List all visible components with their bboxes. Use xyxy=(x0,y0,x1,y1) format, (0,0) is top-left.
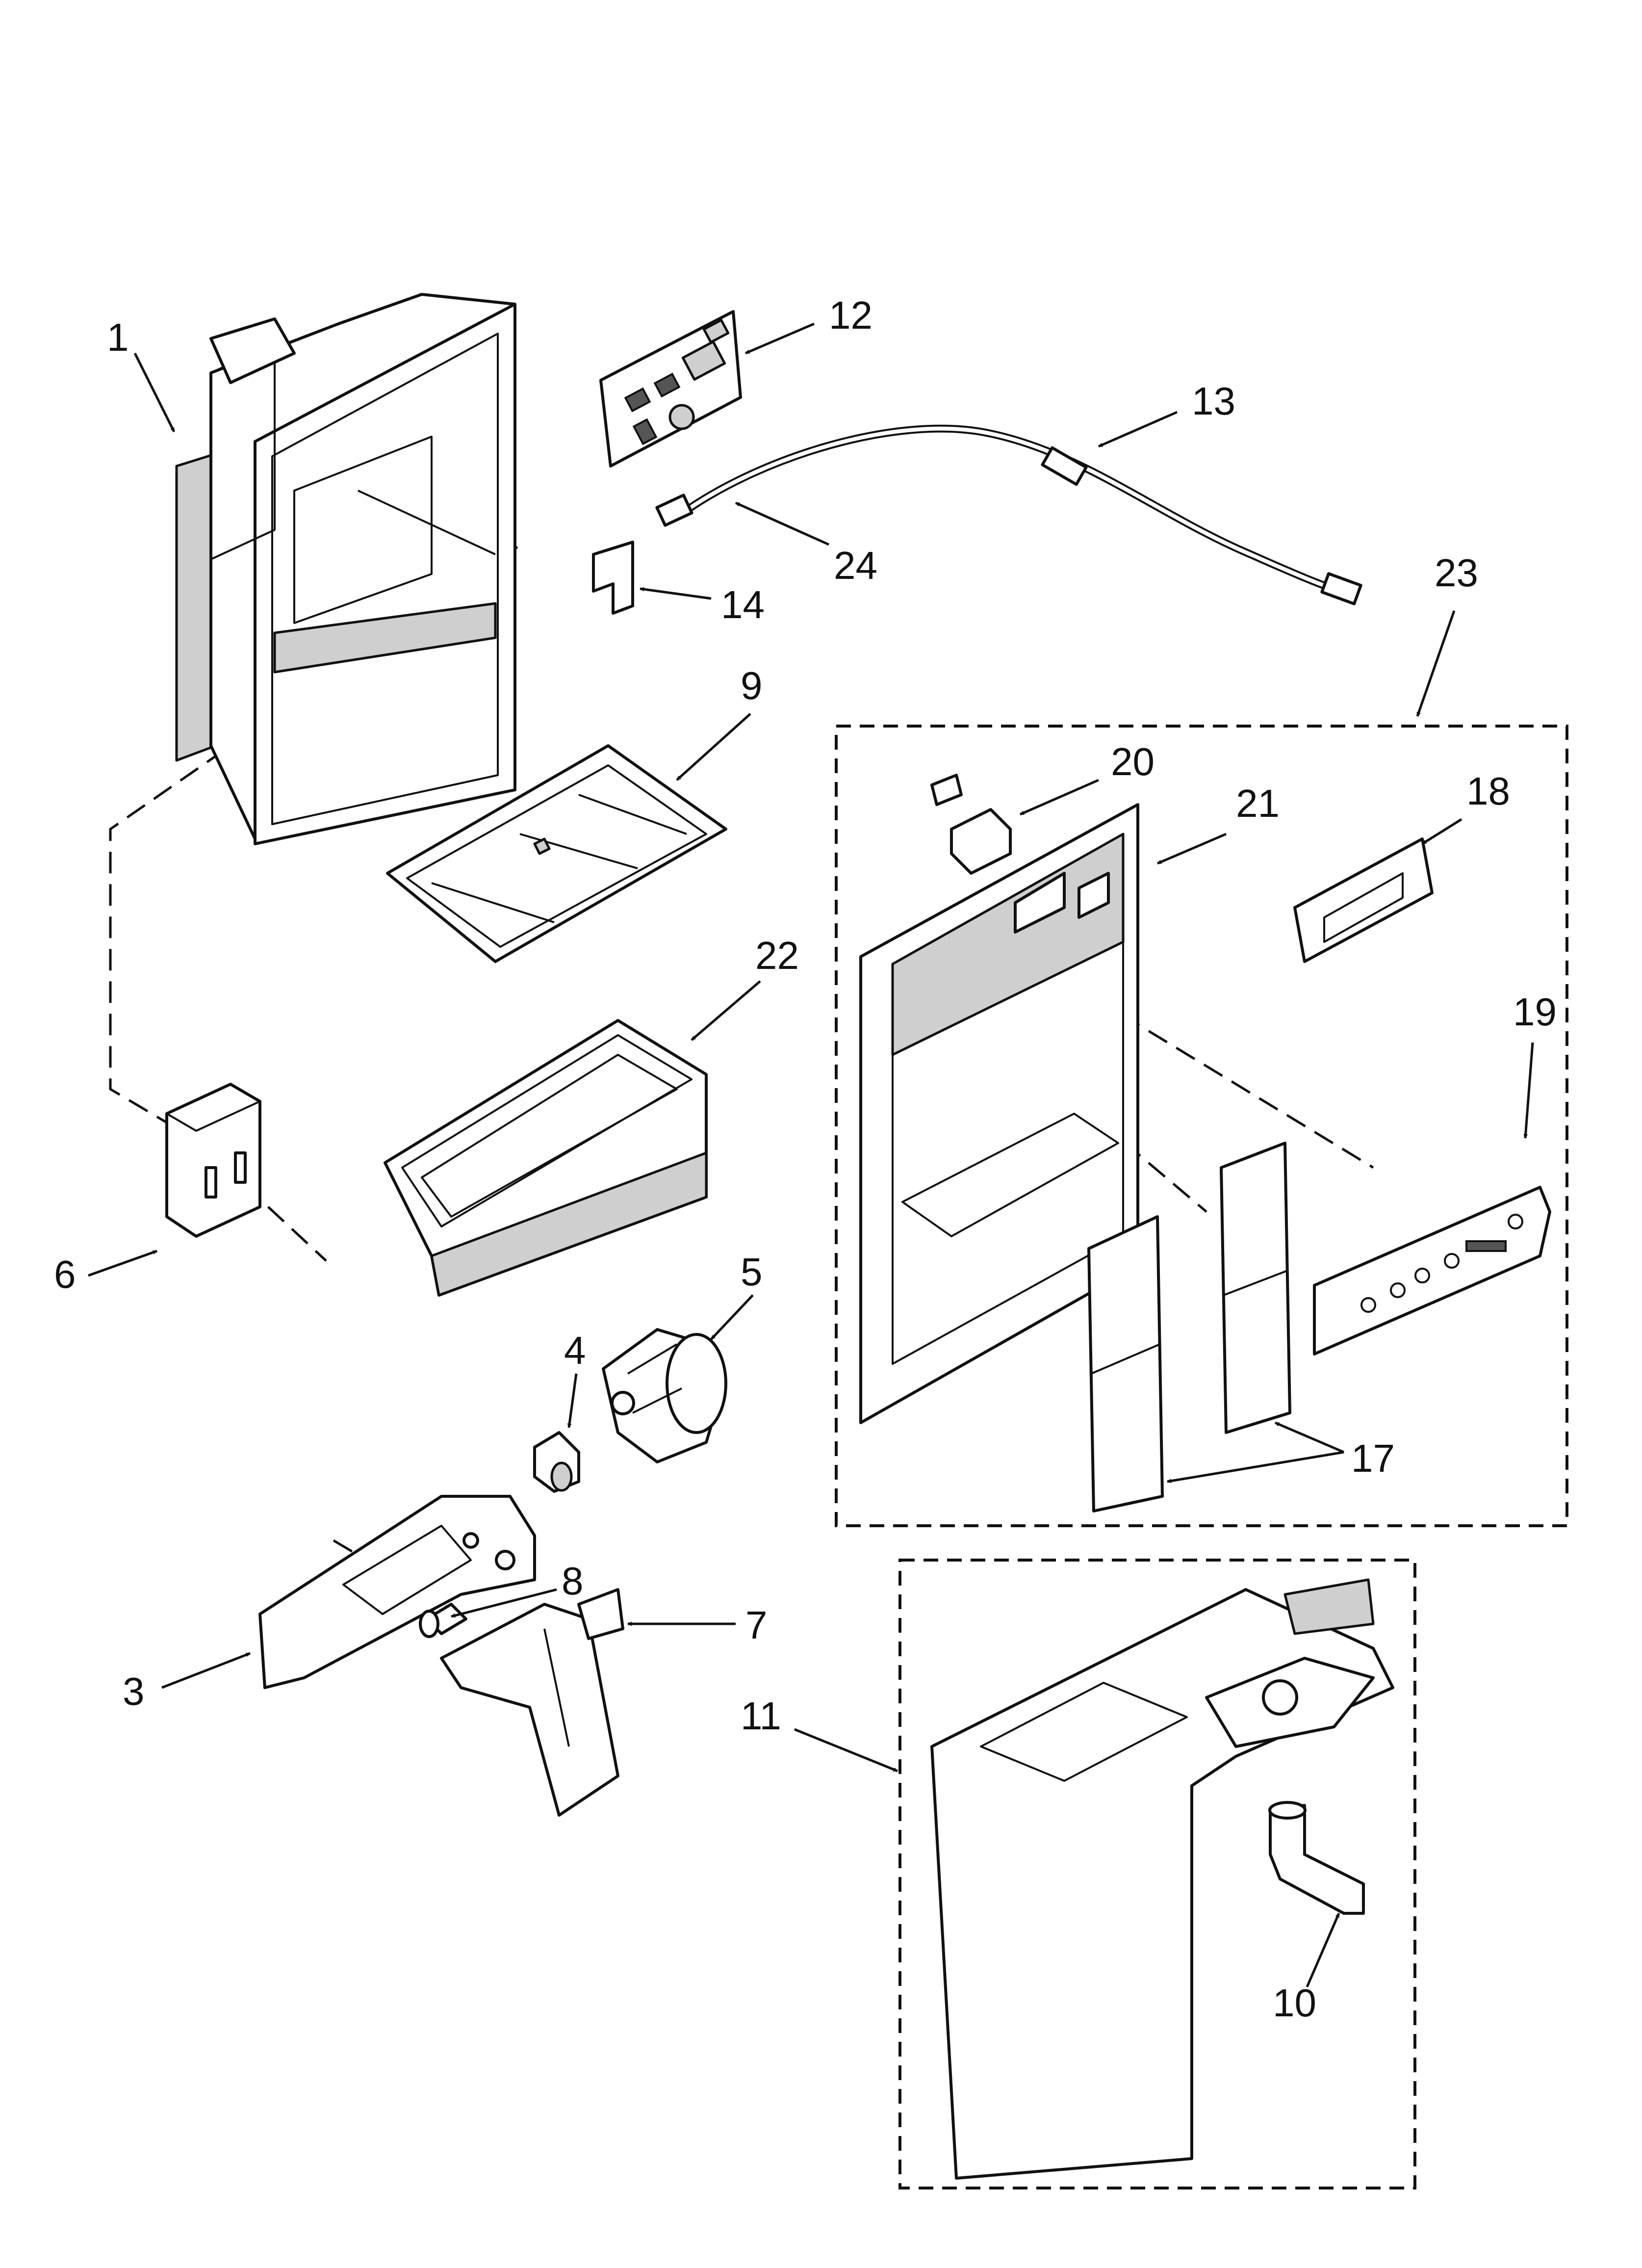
dispenser-housing-part xyxy=(175,293,516,845)
shelf-part-9 xyxy=(386,744,727,963)
callout-23: 23 xyxy=(1435,551,1478,595)
ice-chute-part xyxy=(930,1578,1394,2180)
small-board-part xyxy=(1293,837,1434,963)
callout-1: 1 xyxy=(107,315,129,359)
callout-9: 9 xyxy=(741,664,763,707)
callout-4: 4 xyxy=(564,1329,586,1372)
assembly-box-11 xyxy=(898,1559,1416,2190)
paddle-part-left xyxy=(1087,1215,1164,1512)
callout-10: 10 xyxy=(1273,1981,1316,2025)
callout-8: 8 xyxy=(562,1559,584,1603)
control-board-part xyxy=(599,310,742,468)
leader-arrows xyxy=(88,322,1534,1987)
motor-part xyxy=(602,1328,727,1463)
callout-14: 14 xyxy=(721,583,765,626)
assembly-box-23 xyxy=(835,725,1568,1527)
callout-13: 13 xyxy=(1192,379,1235,423)
block-part-6 xyxy=(165,1083,261,1238)
water-fitting-part xyxy=(1268,1801,1365,1915)
callout-5: 5 xyxy=(741,1250,763,1294)
callout-17: 17 xyxy=(1351,1436,1395,1480)
callout-24: 24 xyxy=(834,544,877,587)
callout-labels: 1 3 4 5 6 7 8 9 10 11 12 13 14 17 18 19 … xyxy=(54,293,1557,2025)
screw-part xyxy=(419,1603,467,1638)
callout-3: 3 xyxy=(123,1669,145,1713)
sensor-part xyxy=(930,774,1012,875)
paddle-part-right xyxy=(1220,1142,1291,1434)
callout-11: 11 xyxy=(741,1694,781,1738)
callout-12: 12 xyxy=(829,293,872,337)
callout-6: 6 xyxy=(54,1252,76,1296)
bracket-part-14 xyxy=(592,541,634,615)
callout-7: 7 xyxy=(745,1603,768,1647)
callout-19: 19 xyxy=(1513,990,1557,1034)
drip-tray-part xyxy=(384,1019,708,1297)
actuator-bracket-part xyxy=(258,1495,536,1689)
control-panel-part xyxy=(1313,1186,1551,1356)
callout-22: 22 xyxy=(755,934,799,977)
coupler-part xyxy=(533,1431,580,1493)
callout-20: 20 xyxy=(1111,740,1155,783)
callout-18: 18 xyxy=(1466,769,1510,813)
wire-harness-part xyxy=(655,424,1362,605)
lever-part xyxy=(440,1588,624,1817)
callout-21: 21 xyxy=(1236,782,1280,825)
